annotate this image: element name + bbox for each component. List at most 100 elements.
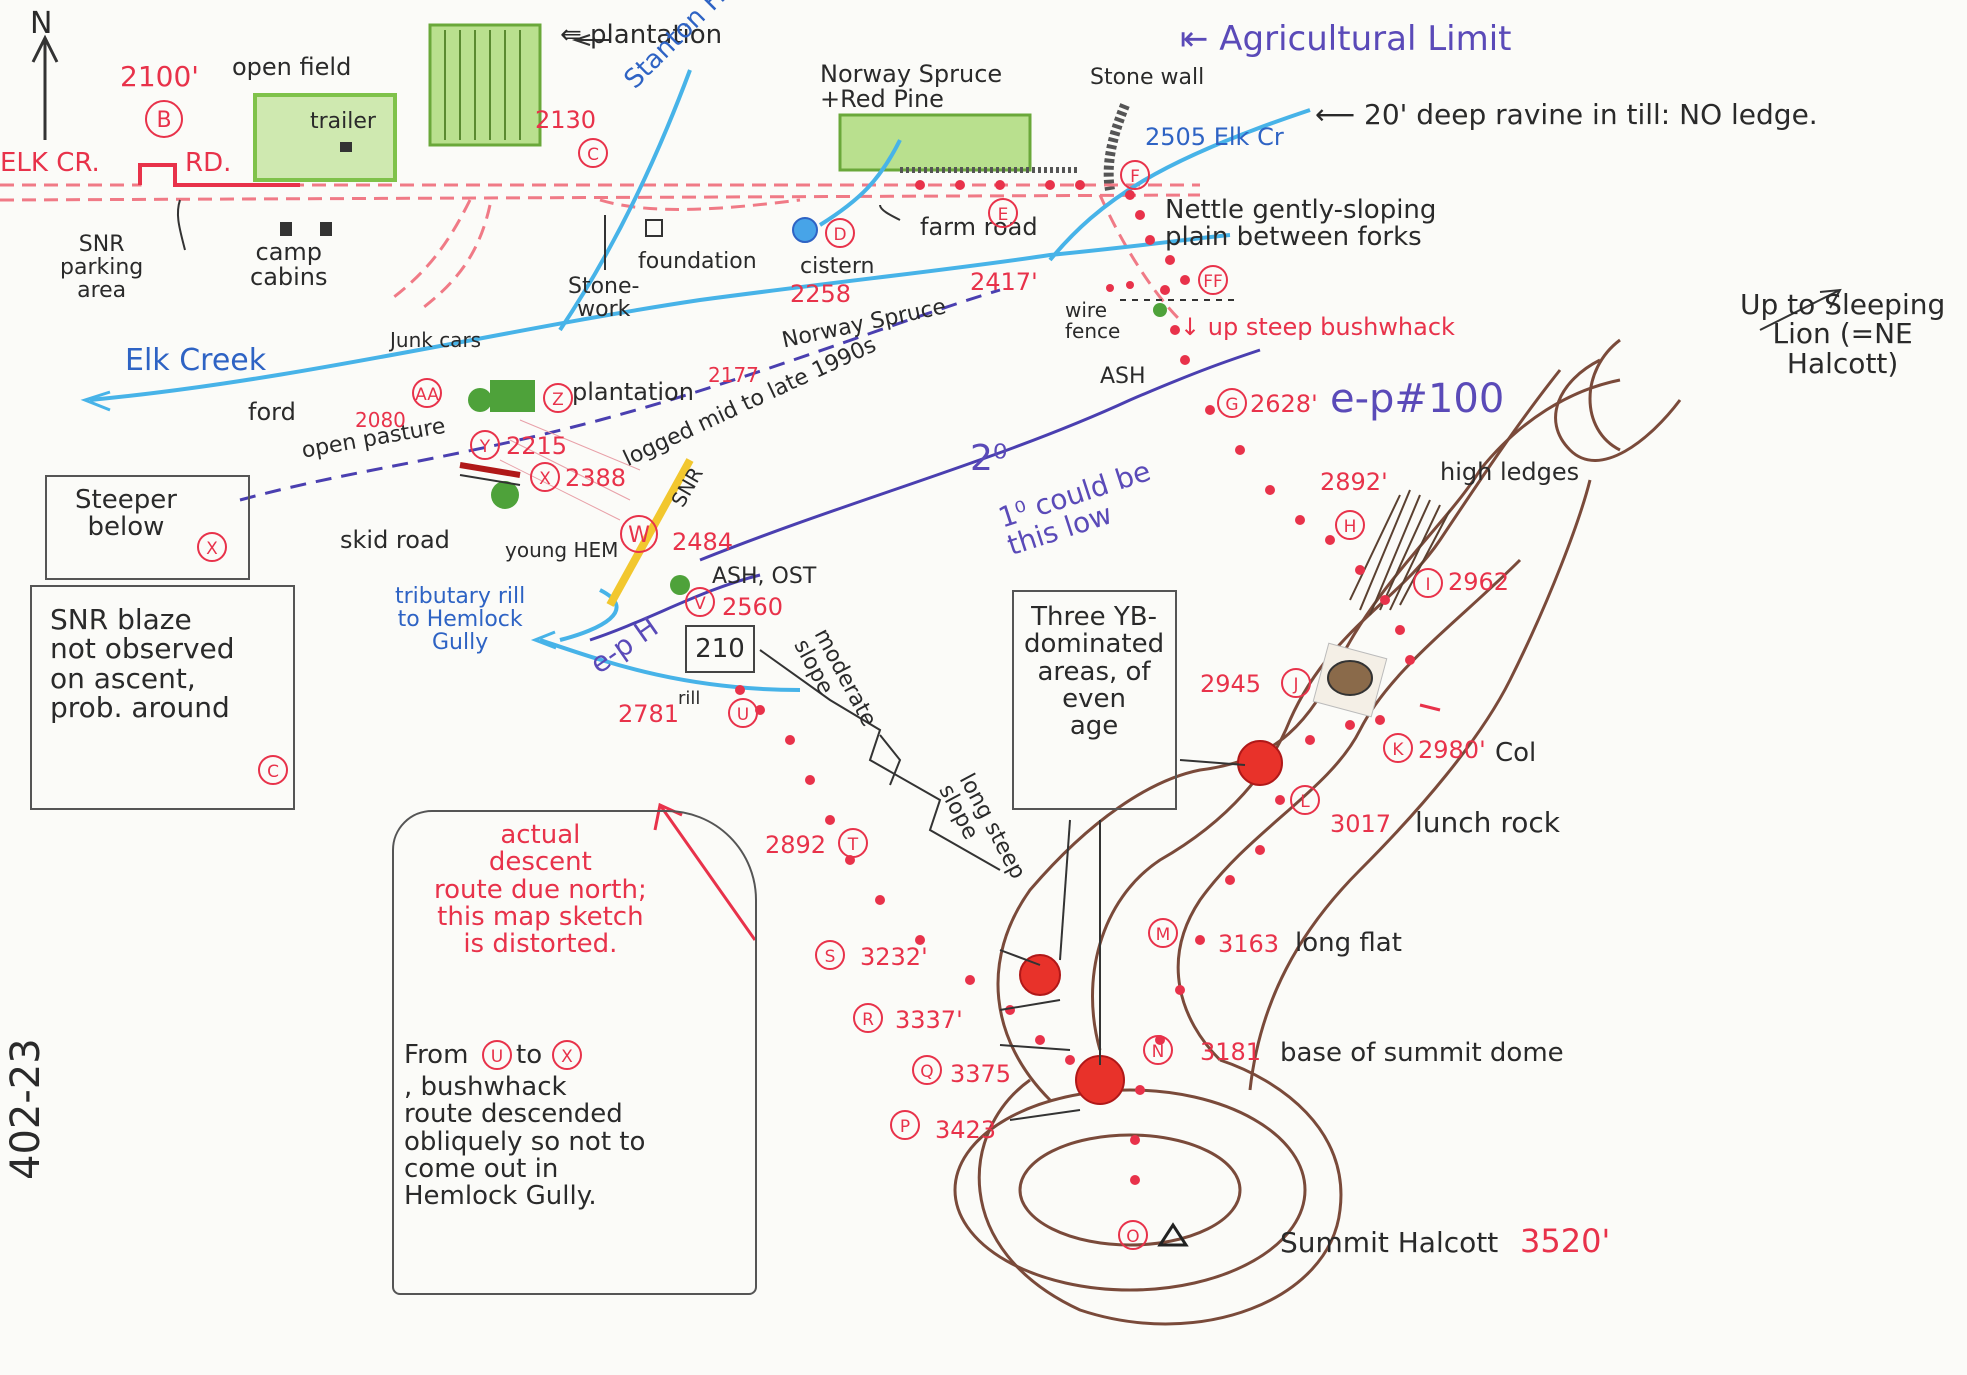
waypoint-r[interactable]: R <box>853 1003 883 1033</box>
trailer-label: trailer <box>310 109 376 134</box>
waypoint-n[interactable]: N <box>1143 1035 1173 1065</box>
cistern-icon <box>792 217 818 243</box>
elevation-c: 2130 <box>535 106 597 134</box>
elevation-r: 3337' <box>895 1006 963 1034</box>
summit-triangle-icon <box>1157 1222 1189 1247</box>
lunch-rock-label: lunch rock <box>1415 806 1560 839</box>
elevation-d: 2258 <box>790 280 852 308</box>
elevation-p: 3423 <box>935 1116 997 1144</box>
plantation-mid-label: plantation <box>572 378 694 406</box>
elevation-z: 2177 <box>708 363 759 387</box>
waypoint-x-marker: X <box>197 532 227 562</box>
rill-label: rill <box>678 688 701 709</box>
open-field-area <box>253 93 397 182</box>
elevation-y: 2215 <box>506 432 568 460</box>
from-text: From <box>404 1040 469 1070</box>
skid-road-label: skid road <box>340 526 450 554</box>
north-label: N <box>30 6 53 41</box>
two-zero-label: 2⁰ <box>970 438 1008 479</box>
open-field-label: open field <box>232 53 352 81</box>
waypoint-e[interactable]: E <box>988 198 1018 228</box>
camp-cabin-icon <box>320 222 332 236</box>
waypoint-d[interactable]: D <box>825 218 855 248</box>
nettle-label: Nettle gently-sloping plain between fork… <box>1165 195 1437 253</box>
waypoint-l[interactable]: L <box>1290 785 1320 815</box>
col-label: Col <box>1495 738 1537 768</box>
elevation-h: 2892' <box>1320 468 1388 496</box>
three-yb-box: Three YB- dominated areas, of even age <box>1012 590 1177 810</box>
sheet-number: 402-23 <box>3 1038 49 1180</box>
snr-blaze-box: SNR blaze not observed on ascent, prob. … <box>30 585 295 810</box>
camp-cabin-icon <box>280 222 292 236</box>
foundation-label: foundation <box>638 249 757 274</box>
to-text: to <box>516 1040 543 1070</box>
three-yb-text: Three YB- dominated areas, of even age <box>1024 602 1165 742</box>
waypoint-aa[interactable]: AA <box>412 378 442 408</box>
agricultural-limit-label: ⇤ Agricultural Limit <box>1180 19 1512 59</box>
waypoint-v[interactable]: V <box>685 587 715 617</box>
waypoint-m[interactable]: M <box>1148 918 1178 948</box>
hike-route <box>735 180 1415 1185</box>
waypoint-t[interactable]: T <box>838 828 868 858</box>
waypoint-u-marker: U <box>482 1040 512 1070</box>
waypoint-b[interactable]: B <box>145 100 183 138</box>
waypoint-ff[interactable]: FF <box>1198 265 1228 295</box>
waypoint-w[interactable]: W <box>620 515 658 553</box>
summit-label: Summit Halcott <box>1280 1226 1499 1259</box>
norway-spruce-area <box>838 113 1032 172</box>
lunch-rock-icon <box>1327 660 1373 696</box>
camp-cabins-label: camp cabins <box>250 238 328 292</box>
waypoint-p[interactable]: P <box>890 1110 920 1140</box>
waypoint-z[interactable]: Z <box>543 383 573 413</box>
north-arrow-icon <box>31 34 59 140</box>
elevation-b: 2100' <box>120 60 199 93</box>
elevation-aa: 2080 <box>355 408 406 432</box>
waypoint-f[interactable]: F <box>1120 160 1150 190</box>
ford-label: ford <box>248 398 296 426</box>
waypoint-u[interactable]: U <box>728 698 758 728</box>
young-hem-label: young HEM <box>505 538 619 562</box>
waypoint-k[interactable]: K <box>1383 733 1413 763</box>
ash-fence-label: ASH <box>1100 364 1146 389</box>
waypoint-c-marker: C <box>258 755 288 785</box>
bushwhack-text: , bushwhack route descended obliquely so… <box>404 1072 646 1212</box>
elevation-q: 3375 <box>950 1060 1012 1088</box>
waypoint-x[interactable]: X <box>530 462 560 492</box>
ep100-label: e-p#100 <box>1330 376 1505 422</box>
cistern-label: cistern <box>800 254 875 279</box>
descent-note-box: actual descent route due north; this map… <box>392 810 757 1295</box>
stonework-label: Stone- work <box>568 274 640 323</box>
waypoint-g[interactable]: G <box>1217 388 1247 418</box>
plantation-top-label: ⇚ plantation <box>560 20 723 50</box>
waypoint-s[interactable]: S <box>815 940 845 970</box>
elevation-x: 2388 <box>565 464 627 492</box>
tributary-label: tributary rill to Hemlock Gully <box>395 584 526 656</box>
base-dome-label: base of summit dome <box>1280 1038 1564 1068</box>
elevation-k: 2980' <box>1418 736 1486 764</box>
elevation-i: 2962 <box>1448 568 1510 596</box>
road-name-rd: RD. <box>185 148 232 178</box>
elevation-t: 2892 <box>765 831 827 859</box>
junk-cars-label: Junk cars <box>390 328 482 352</box>
elevation-l: 3017 <box>1330 810 1392 838</box>
up-to-sleeping-label: Up to Sleeping Lion (=NE Halcott) <box>1740 288 1946 380</box>
waypoint-i[interactable]: I <box>1413 568 1443 598</box>
plantation-area <box>428 23 542 147</box>
stone-wall-label: Stone wall <box>1090 65 1205 90</box>
waypoint-j[interactable]: J <box>1281 668 1311 698</box>
wire-fence-label: wire fence <box>1065 298 1121 343</box>
elevation-e: 2417' <box>970 268 1038 296</box>
waypoint-y[interactable]: Y <box>470 430 500 460</box>
waypoint-o[interactable]: O <box>1118 1220 1148 1250</box>
snr-parking-label: SNR parking area <box>60 232 144 304</box>
trailer-icon <box>340 142 352 152</box>
elevation-n: 3181 <box>1200 1038 1262 1066</box>
elk-creek-label: Elk Creek <box>125 343 267 378</box>
waypoint-q[interactable]: Q <box>912 1055 942 1085</box>
steeper-below-text: Steeper below <box>75 485 177 543</box>
ravine-note: ⟵ 20' deep ravine in till: NO ledge. <box>1315 98 1818 131</box>
waypoint-h[interactable]: H <box>1335 510 1365 540</box>
waypoint-c[interactable]: C <box>578 138 608 168</box>
stone-wall-line <box>1103 103 1130 191</box>
